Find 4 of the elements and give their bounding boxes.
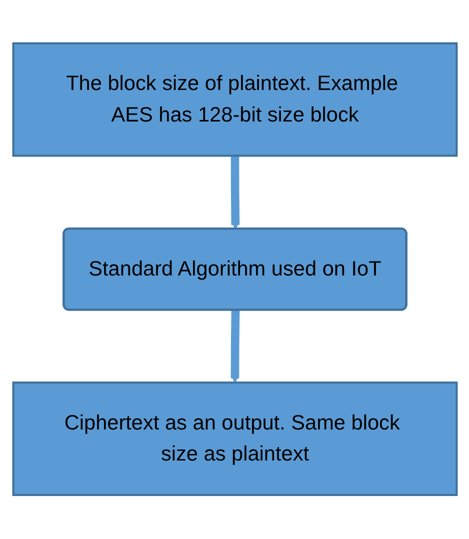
- node-box: The block size of plaintext. Example AES has 128-bit size block: [12, 42, 458, 158]
- arrow: [230, 156, 240, 230]
- arrow: [230, 310, 240, 384]
- node-box: Ciphertext as an output. Same block size as plaintext: [12, 382, 458, 496]
